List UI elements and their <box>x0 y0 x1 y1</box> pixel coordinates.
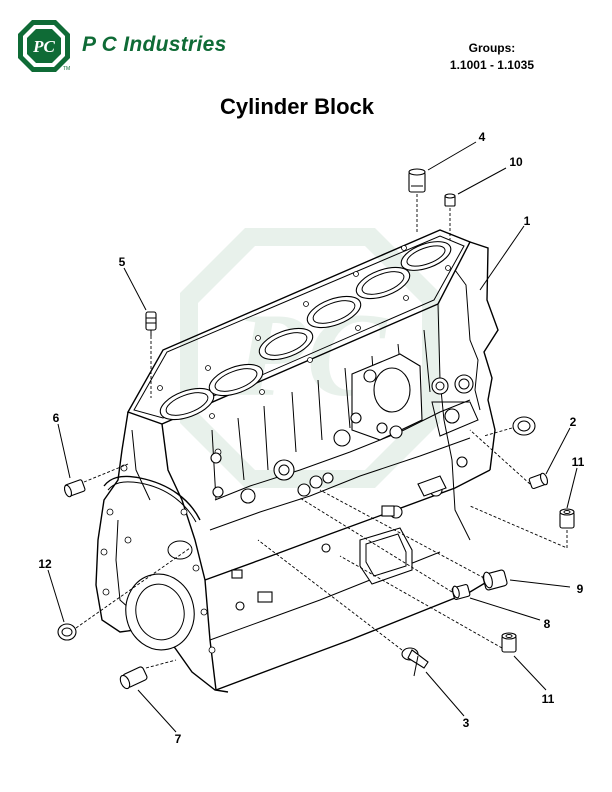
callout-10: 10 <box>509 155 523 169</box>
groups-range: 1.1001 - 1.1035 <box>449 58 534 72</box>
callout-5: 5 <box>119 255 126 269</box>
part-9-plug <box>482 569 508 591</box>
logo-letters: PC <box>32 37 55 56</box>
callout-11-lower: 11 <box>542 692 555 706</box>
part-7-plug <box>119 666 148 690</box>
part-11-lower-cap <box>501 632 517 653</box>
part-10-dowel <box>444 193 456 207</box>
groups-block: Groups: 1.1001 - 1.1035 <box>450 40 534 74</box>
deck-bolt-holes <box>157 245 451 419</box>
groups-label: Groups: <box>468 41 516 55</box>
pc-industries-logo: PC <box>18 20 70 72</box>
callout-8: 8 <box>544 617 551 631</box>
cylinder-block <box>95 229 501 693</box>
callout-1: 1 <box>524 214 531 228</box>
callout-3: 3 <box>463 716 470 730</box>
left-side-bosses <box>210 429 351 603</box>
callout-4: 4 <box>479 130 486 144</box>
trademark-mark: TM <box>63 66 71 72</box>
oil-filter-boss <box>350 353 423 441</box>
page-title: Cylinder Block <box>219 94 375 119</box>
part-5-sender <box>145 311 157 336</box>
callout-12: 12 <box>38 557 52 571</box>
assembly-paths <box>75 194 568 669</box>
part-8-plug <box>451 584 471 600</box>
callout-9: 9 <box>577 582 584 596</box>
callout-labels: 4 10 1 5 6 2 11 12 9 8 11 3 7 <box>38 130 584 746</box>
leader-lines <box>47 141 578 733</box>
part-12-ring <box>57 623 77 641</box>
part-6-plug <box>63 479 86 498</box>
right-bosses <box>429 374 479 497</box>
callout-7: 7 <box>175 732 182 746</box>
part-3-jet <box>401 647 429 677</box>
callout-11-upper: 11 <box>572 455 585 469</box>
part-4-plug <box>408 168 426 193</box>
callout-6: 6 <box>53 411 60 425</box>
callout-2: 2 <box>570 415 577 429</box>
brand-name: P C Industries <box>82 33 227 56</box>
part-11-upper-cap <box>559 508 575 529</box>
part-2-plug <box>528 472 549 490</box>
cylinder-bores <box>159 241 452 421</box>
part-2-sleeve <box>512 416 536 436</box>
